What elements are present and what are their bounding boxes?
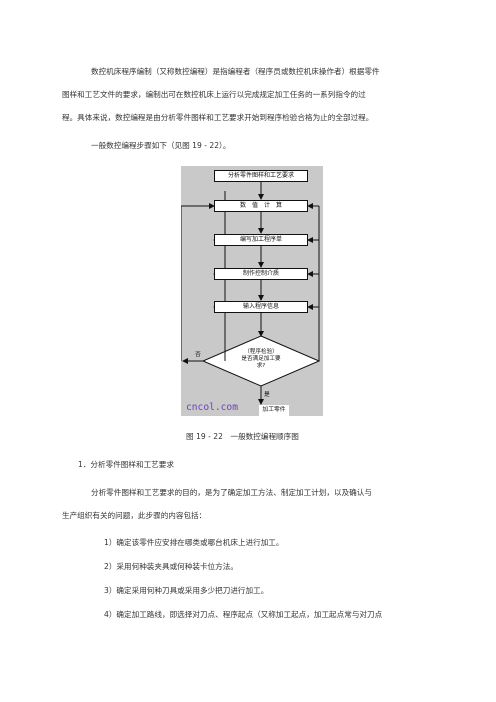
intro-paragraph-line: 数控机床程序编制（又称数控编程）是指编程者（程序员或数控机床操作者）根据零件 xyxy=(91,67,380,76)
list-item: 3）确定采用何种刀具或采用多少把刀进行加工。 xyxy=(104,586,269,595)
figure-caption: 图 19 - 22 一般数控编程顺序图 xyxy=(186,432,299,441)
no-label: 否 xyxy=(195,352,201,358)
flow-step-input-program: 输入程序信息 xyxy=(214,301,308,313)
decision-line: 是否满足加工要 xyxy=(241,356,281,362)
section-heading: 1．分析零件图样和工艺要求 xyxy=(78,460,174,469)
decision-line: （程序检验） xyxy=(244,349,278,355)
section-body-line: 分析零件图样和工艺要求的目的，是为了确定加工方法、制定加工计划，以及确认与 xyxy=(91,488,372,497)
section-body-line: 生产组织有关的问题，此步骤的内容包括： xyxy=(62,511,207,520)
watermark-text: cncol.com xyxy=(186,402,238,413)
intro-paragraph-line: 图样和工艺文件的要求，编制出可在数控机床上运行以完成规定加工任务的一系列指令的过 xyxy=(62,90,366,99)
flow-step-analyze: 分析零件图样和工艺要求 xyxy=(214,170,308,182)
yes-label: 是 xyxy=(264,392,270,398)
flow-end-machining: 加工零件 xyxy=(259,405,289,416)
list-item: 4）确定加工路线，即选择对刀点、程序起点（又称加工起点，加工起点常与对刀点 xyxy=(104,610,383,619)
intro-paragraph-line: 一般数控编程步骤如下（见图 19 - 22）。 xyxy=(91,141,231,150)
flowchart-figure: 分析零件图样和工艺要求 数 值 计 算 编写加工程序单 制作控制介质 输入程序信… xyxy=(181,166,323,416)
intro-paragraph-line: 程。具体来说，数控编程是由分析零件图样和工艺要求开始到程序检验合格为止的全部过程… xyxy=(62,113,374,122)
decision-line: 求? xyxy=(256,363,266,369)
list-item: 1）确定该零件应安排在哪类或哪台机床上进行加工。 xyxy=(104,538,284,547)
flow-step-calculate: 数 值 计 算 xyxy=(214,200,308,212)
list-item: 2）采用何种装夹具或何种装卡位方法。 xyxy=(104,562,238,571)
decision-text: （程序检验） 是否满足加工要 求? xyxy=(231,349,291,370)
flow-step-write-program: 编写加工程序单 xyxy=(214,234,308,246)
flow-step-control-medium: 制作控制介质 xyxy=(214,268,308,280)
